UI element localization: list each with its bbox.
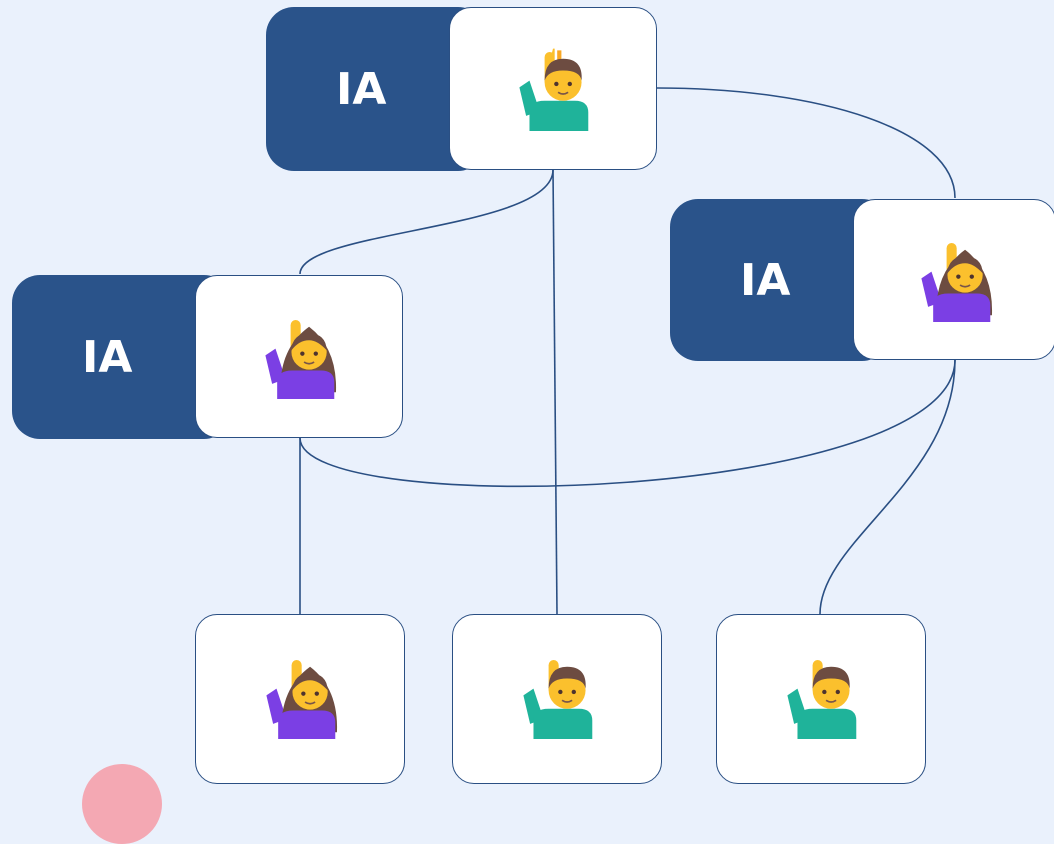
person-card-bottom-middle[interactable] [452,614,662,784]
woman-raising-hand-icon [265,319,337,399]
man-raising-hand-icon [787,660,857,739]
connector-top-bottom-middle [552,169,558,615]
man-raising-hand-icon [523,660,593,739]
connector-top-right [656,87,956,199]
person-card-top[interactable] [449,7,657,170]
connector-right-bottom-right [819,359,956,615]
ai-tag-label: IA [82,331,133,383]
decorative-pink-circle [82,764,162,844]
person-card-bottom-right[interactable] [716,614,926,784]
person-card-right[interactable] [853,199,1054,360]
connector-left-right [299,359,956,488]
connector-lines [299,87,956,615]
woman-raising-hand-icon [920,242,992,322]
woman-raising-hand-icon [266,660,338,739]
ai-tag-label: IA [740,254,791,306]
person-card-bottom-left[interactable] [195,614,405,784]
person-card-left[interactable] [195,275,403,438]
connector-top-left [299,169,554,275]
ai-tag-label: IA [336,63,387,115]
man-raising-hand-icon [519,48,589,131]
